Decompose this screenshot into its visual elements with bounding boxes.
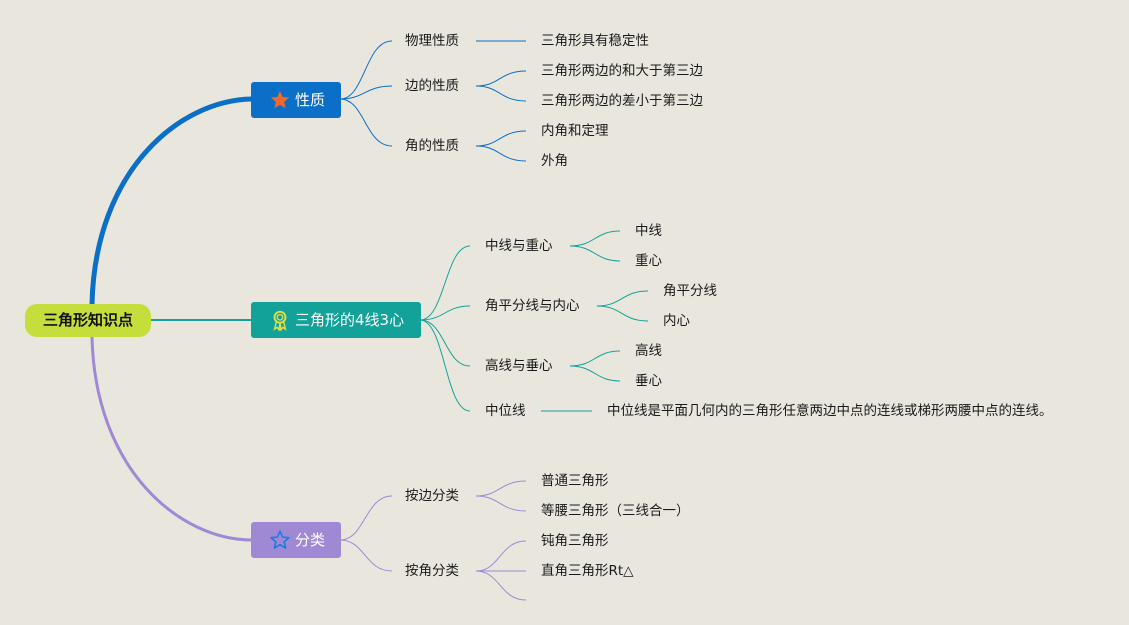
node-by-angles[interactable]: 按角分类 — [405, 563, 459, 579]
lines-links — [419, 230, 649, 412]
node-median-centroid[interactable]: 中线与重心 — [485, 238, 553, 254]
leaf-median[interactable]: 中线 — [635, 223, 662, 239]
leaf-centroid[interactable]: 重心 — [635, 253, 662, 269]
branch-classification[interactable]: 分类 — [251, 522, 341, 558]
branch-properties[interactable]: 性质 — [251, 82, 341, 118]
leaf-exterior-angle[interactable]: 外角 — [541, 153, 568, 169]
leaf-angle-sum[interactable]: 内角和定理 — [541, 123, 609, 139]
properties-links — [339, 40, 527, 162]
node-altitude-orthocenter[interactable]: 高线与垂心 — [485, 358, 553, 374]
leaf-diff-of-sides[interactable]: 三角形两边的差小于第三边 — [541, 93, 703, 109]
leaf-scalene[interactable]: 普通三角形 — [541, 473, 609, 489]
leaf-obtuse[interactable]: 钝角三角形 — [541, 533, 609, 549]
medal-icon — [273, 310, 287, 331]
node-bisector-incenter[interactable]: 角平分线与内心 — [485, 298, 580, 314]
node-angle-property[interactable]: 角的性质 — [405, 138, 459, 154]
link-root-properties — [89, 96, 253, 305]
leaf-altitude[interactable]: 高线 — [635, 343, 662, 359]
star-outline-icon — [270, 530, 290, 549]
leaf-orthocenter[interactable]: 垂心 — [635, 373, 662, 389]
leaf-angle-bisector[interactable]: 角平分线 — [663, 283, 717, 299]
branch-classification-label: 分类 — [295, 531, 326, 549]
leaf-sum-of-sides[interactable]: 三角形两边的和大于第三边 — [541, 63, 703, 79]
node-physical-property[interactable]: 物理性质 — [405, 33, 459, 49]
node-side-property[interactable]: 边的性质 — [405, 78, 459, 94]
link-root-classification — [90, 336, 253, 542]
leaf-stability[interactable]: 三角形具有稳定性 — [541, 33, 649, 49]
star-icon — [270, 90, 290, 109]
leaf-isosceles[interactable]: 等腰三角形（三线合一） — [541, 503, 690, 519]
node-midline[interactable]: 中位线 — [485, 403, 526, 419]
node-by-sides[interactable]: 按边分类 — [405, 488, 459, 504]
branch-lines-label: 三角形的4线3心 — [295, 311, 405, 329]
leaf-midline-definition[interactable]: 中位线是平面几何内的三角形任意两边中点的连线或梯形两腰中点的连线。 — [607, 403, 1053, 419]
classification-links — [339, 480, 527, 601]
leaf-right[interactable]: 直角三角形Rt△ — [541, 563, 634, 579]
branch-lines-centers[interactable]: 三角形的4线3心 — [251, 302, 421, 338]
leaf-incenter[interactable]: 内心 — [663, 313, 690, 329]
root-node[interactable]: 三角形知识点 — [25, 304, 151, 337]
branch-properties-label: 性质 — [295, 91, 326, 109]
